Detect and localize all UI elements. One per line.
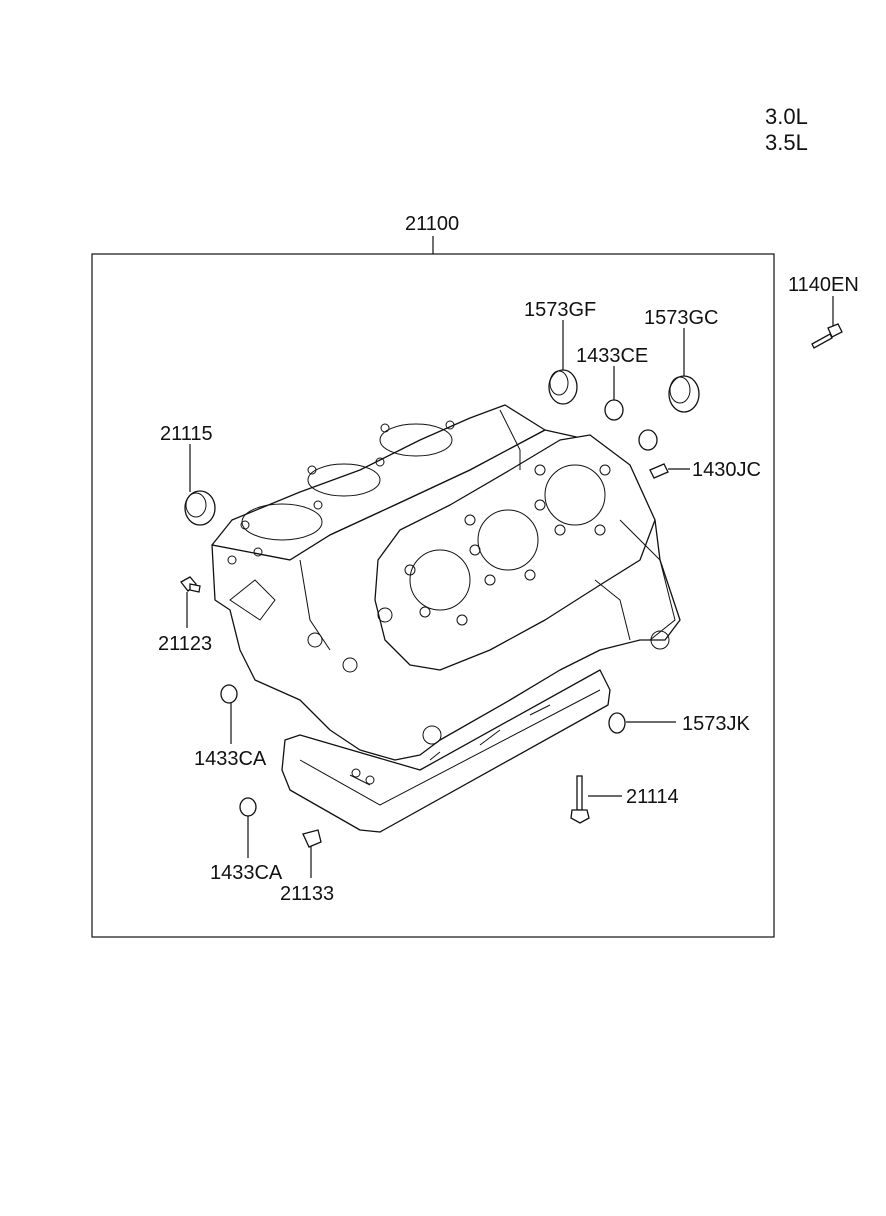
- callout-label-21114: 21114: [626, 786, 679, 808]
- callout-label-1140en: 1140EN: [788, 274, 859, 296]
- part-1140en-bolt-icon: [811, 323, 843, 349]
- part-21114-bolt-icon: [570, 775, 590, 824]
- callout-label-1573gf: 1573GF: [524, 299, 596, 321]
- part-1433ca-upper-dowel-icon: [220, 684, 238, 704]
- callout-label-21133: 21133: [280, 883, 334, 905]
- assembly-frame: [91, 253, 775, 938]
- callout-label-1433ca-lower: 1433CA: [210, 862, 283, 884]
- callout-label-1573gc: 1573GC: [644, 307, 719, 329]
- part-21133-plug-icon: [302, 829, 322, 848]
- engine-block-illustration: [211, 404, 681, 833]
- part-1573jk-plug-icon: [608, 712, 626, 734]
- part-1573gf-plug-icon: [548, 369, 578, 405]
- assembly-part-number: 21100: [405, 213, 459, 235]
- callout-label-1430jc: 1430JC: [692, 459, 761, 481]
- callout-label-21115: 21115: [160, 423, 213, 445]
- callout-label-21123: 21123: [158, 633, 212, 655]
- callout-label-1433ce: 1433CE: [576, 345, 648, 367]
- part-1433ce-dowel-icon: [604, 399, 624, 421]
- part-21123-bolt-icon: [180, 576, 201, 593]
- part-1433ca-lower-dowel-icon: [239, 797, 257, 817]
- callout-label-1573jk: 1573JK: [682, 713, 750, 735]
- callout-label-1433ca-upper: 1433CA: [194, 748, 267, 770]
- dowel-pin-icon: [638, 429, 658, 451]
- version-label-2: 3.5L: [765, 130, 808, 155]
- part-1430jc-pin-icon: [649, 463, 669, 479]
- version-label-1: 3.0L: [765, 104, 808, 129]
- part-21115-plug-icon: [184, 490, 216, 526]
- part-1573gc-plug-icon: [668, 375, 700, 413]
